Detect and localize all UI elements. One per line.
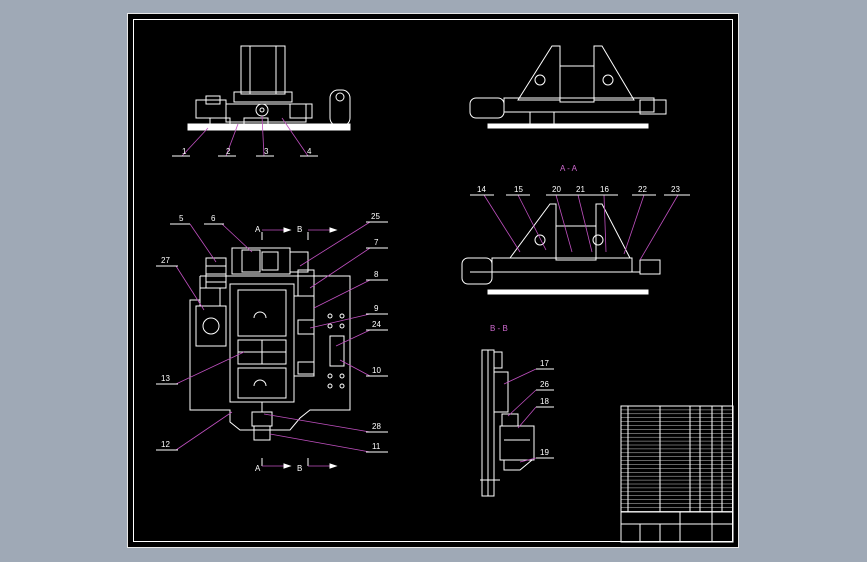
part-number-2: 2: [226, 147, 231, 156]
part-number-18: 18: [540, 397, 549, 406]
part-number-6: 6: [211, 214, 216, 223]
part-number-25: 25: [371, 212, 380, 221]
part-number-3: 3: [264, 147, 269, 156]
part-number-20: 20: [552, 185, 561, 194]
front-view-leaders: [172, 115, 318, 157]
part-number-13: 13: [161, 374, 170, 383]
front-view: [187, 45, 351, 131]
drawing-sheet: [127, 13, 739, 548]
part-number-28: 28: [372, 422, 381, 431]
part-number-4: 4: [307, 147, 312, 156]
part-number-21: 21: [576, 185, 585, 194]
cut-a-bottom: A: [255, 464, 261, 473]
part-number-24: 24: [372, 320, 381, 329]
cut-b-top: B: [297, 225, 302, 234]
plan-view-leaders: [156, 221, 388, 453]
section-aa-view: [461, 203, 661, 295]
part-number-16: 16: [600, 185, 609, 194]
part-number-8: 8: [374, 270, 379, 279]
part-number-19: 19: [540, 448, 549, 457]
part-number-14: 14: [477, 185, 486, 194]
cut-b-bottom: B: [297, 464, 302, 473]
part-number-22: 22: [638, 185, 647, 194]
part-number-12: 12: [161, 440, 170, 449]
part-number-7: 7: [374, 238, 379, 247]
section-aa-leaders: [470, 194, 690, 261]
part-number-23: 23: [671, 185, 680, 194]
part-number-15: 15: [514, 185, 523, 194]
part-number-11: 11: [372, 442, 381, 451]
section-bb-leaders: [503, 368, 554, 463]
part-number-10: 10: [372, 366, 381, 375]
part-number-17: 17: [540, 359, 549, 368]
part-number-27: 27: [161, 256, 170, 265]
part-number-1: 1: [182, 147, 187, 156]
section-bb-view: [480, 349, 535, 497]
side-view: [469, 45, 667, 129]
section-aa-title: A - A: [560, 164, 578, 173]
plan-view: [189, 227, 351, 469]
part-number-26: 26: [540, 380, 549, 389]
drawing-frame: [133, 19, 733, 542]
part-number-9: 9: [374, 304, 379, 313]
part-number-5: 5: [179, 214, 184, 223]
section-bb-title: B - B: [490, 324, 508, 333]
cut-a-top: A: [255, 225, 261, 234]
title-block: [620, 405, 734, 543]
